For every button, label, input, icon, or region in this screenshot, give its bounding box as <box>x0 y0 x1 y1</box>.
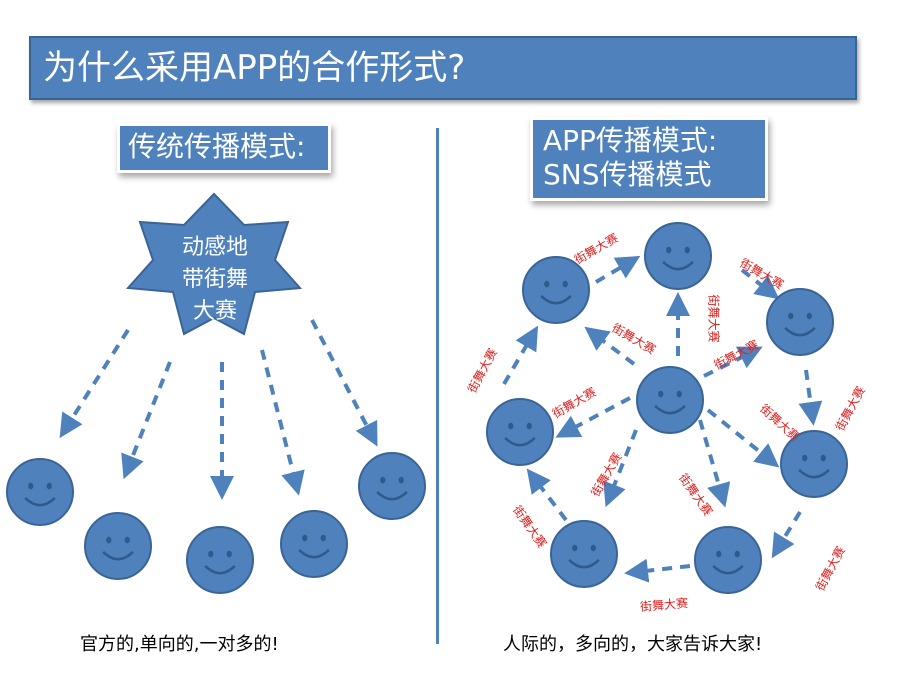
smiley-face-icon <box>6 458 74 526</box>
smiley-face-icon <box>694 526 762 594</box>
page-title: 为什么采用APP的合作形式? <box>43 48 466 88</box>
smiley-face-icon <box>280 510 348 578</box>
smiley-face-icon <box>486 398 554 466</box>
dashed-arrow <box>698 419 731 508</box>
smiley-face-icon <box>780 430 848 498</box>
dashed-arrow <box>798 369 823 426</box>
smiley-face-icon <box>358 452 426 520</box>
smiley-face-icon <box>550 520 618 588</box>
edge-label: 街舞大赛 <box>706 294 721 343</box>
app-mode-caption: 人际的，多向的，大家告诉大家! <box>503 634 763 655</box>
dashed-arrow <box>771 510 802 559</box>
dashed-arrow <box>555 396 631 438</box>
smiley-face-icon <box>522 256 590 324</box>
traditional-mode-heading: 传统传播模式: <box>120 126 328 170</box>
star-label: 动感地 带街舞 大赛 <box>160 232 270 328</box>
dashed-arrow <box>740 268 780 300</box>
dashed-arrow <box>59 328 130 439</box>
app-mode-heading: APP传播模式: SNS传播模式 <box>533 120 765 198</box>
dashed-arrow <box>260 349 305 496</box>
smiley-face-icon <box>644 222 712 290</box>
dashed-arrow <box>624 558 691 583</box>
smiley-face-icon <box>766 288 834 356</box>
star-label-line-1: 动感地 <box>181 235 248 260</box>
dashed-arrow <box>603 429 638 508</box>
dashed-arrow <box>502 325 539 386</box>
dashed-arrow <box>526 468 568 522</box>
dashed-arrow <box>706 408 780 468</box>
dashed-arrow <box>594 255 641 284</box>
dashed-arrow <box>584 326 636 366</box>
star-label-line-2: 带街舞 <box>181 267 248 292</box>
smiley-face-icon <box>636 366 704 434</box>
app-mode-heading-line-2: SNS传播模式 <box>543 158 712 191</box>
smiley-face-icon <box>84 512 152 580</box>
dashed-arrow <box>703 346 763 378</box>
traditional-mode-caption: 官方的,单向的,一对多的! <box>80 634 279 655</box>
dashed-arrow <box>121 361 172 480</box>
star-label-line-3: 大赛 <box>192 299 237 324</box>
app-mode-heading-line-1: APP传播模式: <box>543 124 718 157</box>
smiley-face-icon <box>186 526 254 594</box>
dashed-arrow <box>310 319 378 447</box>
star-icon <box>125 192 303 336</box>
title-bar: 为什么采用APP的合作形式? <box>29 36 857 100</box>
panel-divider <box>436 128 439 644</box>
